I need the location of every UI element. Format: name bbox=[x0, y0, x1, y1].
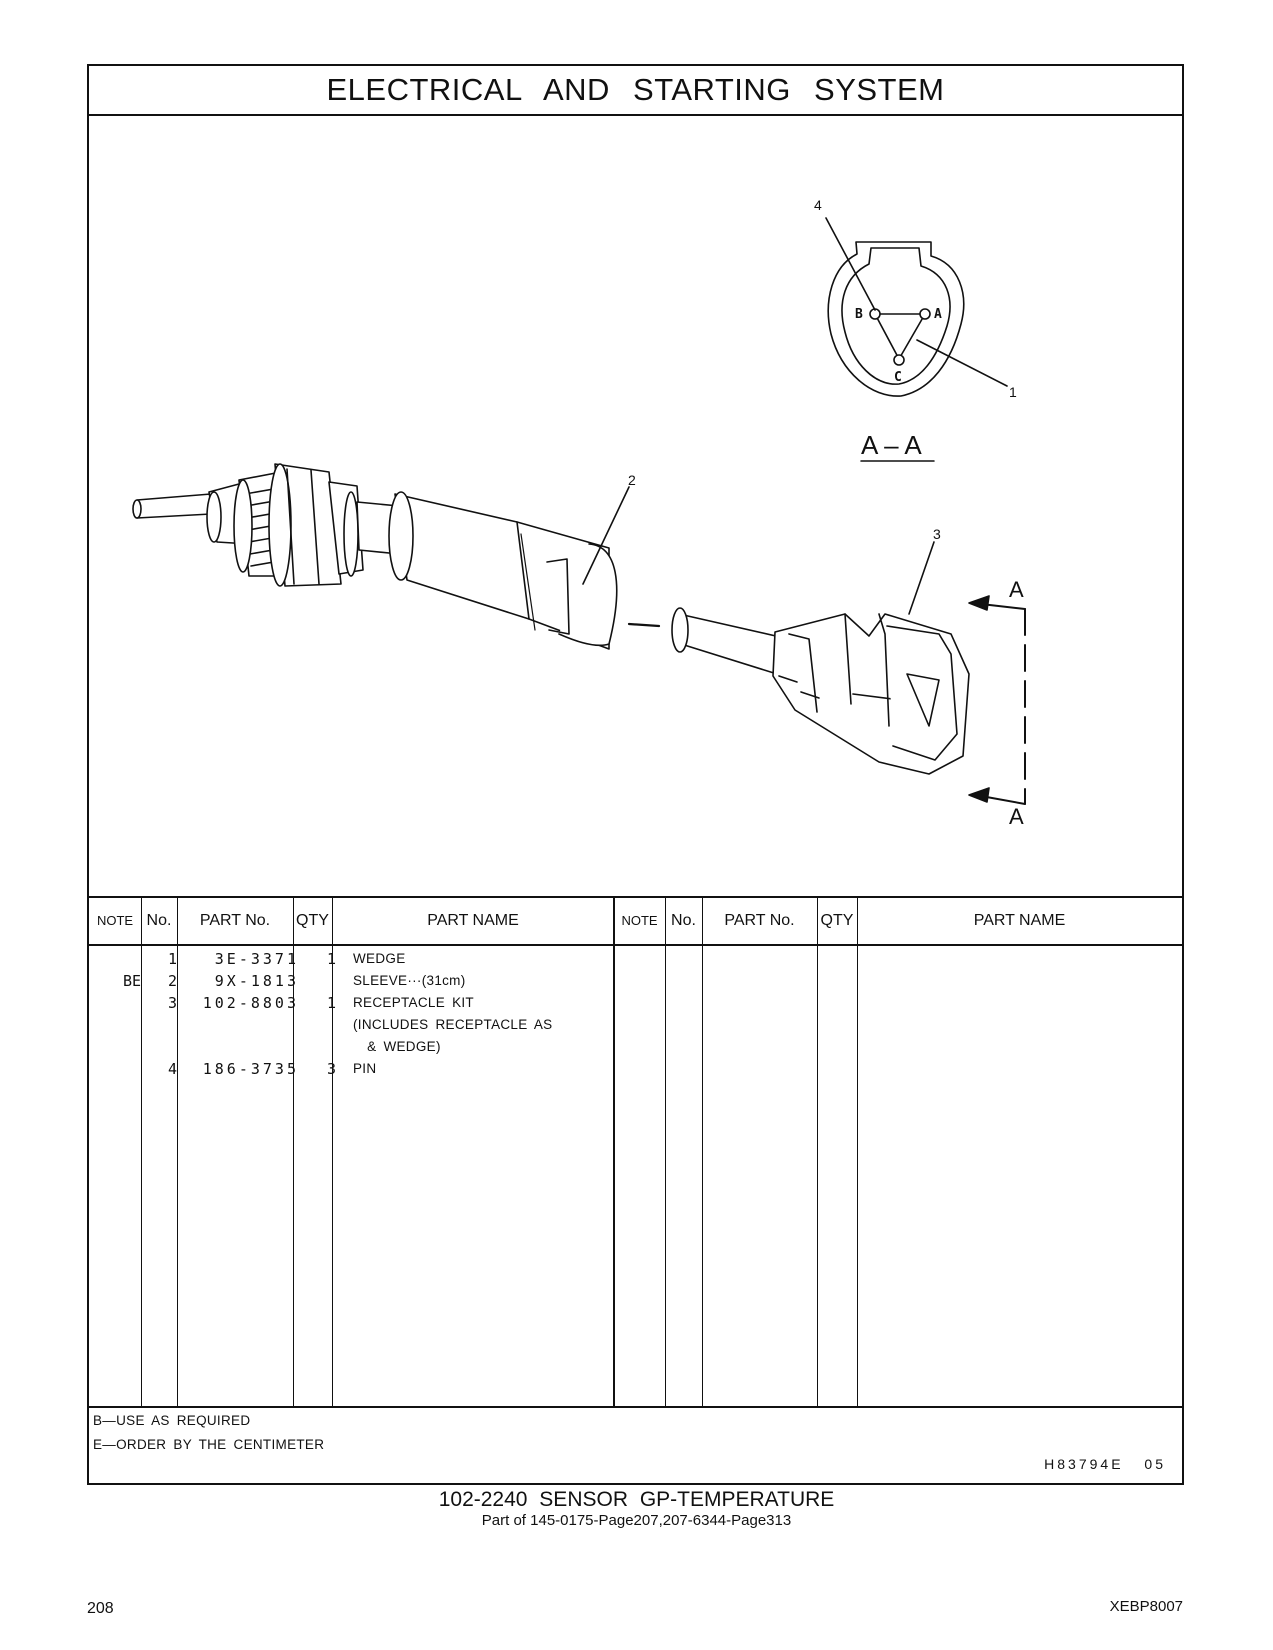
row-part-name: & WEDGE) bbox=[353, 1039, 441, 1054]
header-qty-left: QTY bbox=[296, 912, 329, 929]
col-divider bbox=[293, 898, 294, 1408]
row-qty: 3 bbox=[326, 1060, 336, 1078]
col-divider bbox=[702, 898, 703, 1408]
col-divider bbox=[177, 898, 178, 1408]
table-row: 4 186-3735 3 PIN bbox=[89, 1058, 1182, 1080]
row-part-no: 9X-1813 bbox=[214, 972, 299, 990]
table-row: 1 3E-3371 1 WEDGE bbox=[89, 948, 1182, 970]
col-divider bbox=[665, 898, 666, 1408]
receptacle-connector bbox=[671, 607, 970, 775]
cutting-plane-line bbox=[968, 595, 1026, 805]
pin-label-a: A bbox=[934, 307, 942, 322]
header-part-no-right: PART No. bbox=[724, 912, 795, 929]
row-note bbox=[89, 1058, 141, 1080]
row-qty bbox=[303, 970, 336, 992]
row-no: 4 bbox=[167, 1060, 177, 1078]
parts-page-frame: ELECTRICAL AND STARTING SYSTEM bbox=[87, 64, 1184, 1485]
table-row: & WEDGE) bbox=[89, 1036, 1182, 1058]
assembly-caption: 102-2240 SENSOR GP-TEMPERATURE bbox=[438, 1488, 835, 1511]
footnote-e: E—ORDER BY THE CENTIMETER bbox=[93, 1437, 325, 1452]
row-qty: 1 bbox=[326, 994, 336, 1012]
header-part-name-left: PART NAME bbox=[427, 912, 519, 929]
section-view-aa bbox=[825, 217, 1008, 397]
header-part-no-left: PART No. bbox=[199, 912, 271, 929]
row-part-no: 186-3735 bbox=[202, 1060, 299, 1078]
callout-2: 2 bbox=[628, 472, 636, 488]
section-arrow-label-bottom: A bbox=[1009, 804, 1024, 829]
sleeve-cable bbox=[356, 491, 661, 650]
row-part-name: (INCLUDES RECEPTACLE AS bbox=[353, 1017, 553, 1032]
col-divider bbox=[332, 898, 333, 1408]
row-part-no: 3E-3371 bbox=[214, 950, 299, 968]
callout-4: 4 bbox=[814, 197, 822, 213]
callout-1: 1 bbox=[1009, 384, 1017, 400]
document-id: XEBP8007 bbox=[1109, 1598, 1183, 1615]
page-number: 208 bbox=[87, 1600, 114, 1617]
footnote-b: B—USE AS REQUIRED bbox=[93, 1413, 251, 1428]
row-note bbox=[89, 948, 141, 970]
callout-2-leader bbox=[582, 486, 630, 585]
header-note-right: NOTE bbox=[621, 913, 658, 928]
table-row: 3 102-8803 1 RECEPTACLE KIT bbox=[89, 992, 1182, 1014]
row-part-name: SLEEVE···(31cm) bbox=[353, 973, 466, 988]
row-no: 2 bbox=[167, 972, 177, 990]
table-row: (INCLUDES RECEPTACLE AS bbox=[89, 1014, 1182, 1036]
row-part-name: RECEPTACLE KIT bbox=[353, 995, 474, 1010]
parts-list-table: NOTE No. PART No. QTY PART NAME NOTE No.… bbox=[89, 896, 1182, 1408]
sensor-thread-body bbox=[206, 463, 364, 587]
section-title: ELECTRICAL AND STARTING SYSTEM bbox=[89, 66, 1182, 116]
sensor-probe bbox=[132, 493, 212, 519]
header-no-left: No. bbox=[146, 912, 172, 929]
pin-label-c: C bbox=[894, 370, 902, 385]
header-qty-right: QTY bbox=[820, 912, 854, 929]
row-part-name: PIN bbox=[353, 1061, 377, 1076]
section-arrow-label-top: A bbox=[1009, 577, 1024, 602]
parts-list-header: NOTE No. PART No. QTY PART NAME NOTE No.… bbox=[89, 898, 1182, 946]
col-divider bbox=[817, 898, 818, 1408]
header-note-left: NOTE bbox=[96, 913, 134, 928]
row-note bbox=[89, 992, 141, 1014]
pin-label-b: B bbox=[855, 307, 863, 322]
table-row: BE 2 9X-1813 SLEEVE···(31cm) bbox=[89, 970, 1182, 992]
row-note: BE bbox=[122, 972, 141, 990]
row-qty: 1 bbox=[326, 950, 336, 968]
col-divider bbox=[857, 898, 858, 1408]
exploded-view-drawing: 4 1 2 3 B A C A – A A A bbox=[89, 114, 1182, 896]
header-part-name-right: PART NAME bbox=[973, 912, 1066, 929]
section-label-aa: A – A bbox=[861, 430, 922, 460]
row-no: 1 bbox=[167, 950, 177, 968]
footnotes: B—USE AS REQUIRED E—ORDER BY THE CENTIME… bbox=[89, 1406, 1182, 1485]
callout-3: 3 bbox=[933, 526, 941, 542]
col-divider-center bbox=[613, 898, 615, 1408]
illustration-id: H83794E 05 bbox=[1044, 1456, 1166, 1472]
assembly-subcaption: Part of 145-0175-Page207,207-6344-Page31… bbox=[481, 1512, 792, 1529]
row-part-name: WEDGE bbox=[353, 951, 406, 966]
callout-3-leader bbox=[908, 541, 935, 615]
row-part-no: 102-8803 bbox=[202, 994, 299, 1012]
header-no-right: No. bbox=[671, 912, 696, 929]
col-divider bbox=[141, 898, 142, 1408]
row-no: 3 bbox=[167, 994, 177, 1012]
